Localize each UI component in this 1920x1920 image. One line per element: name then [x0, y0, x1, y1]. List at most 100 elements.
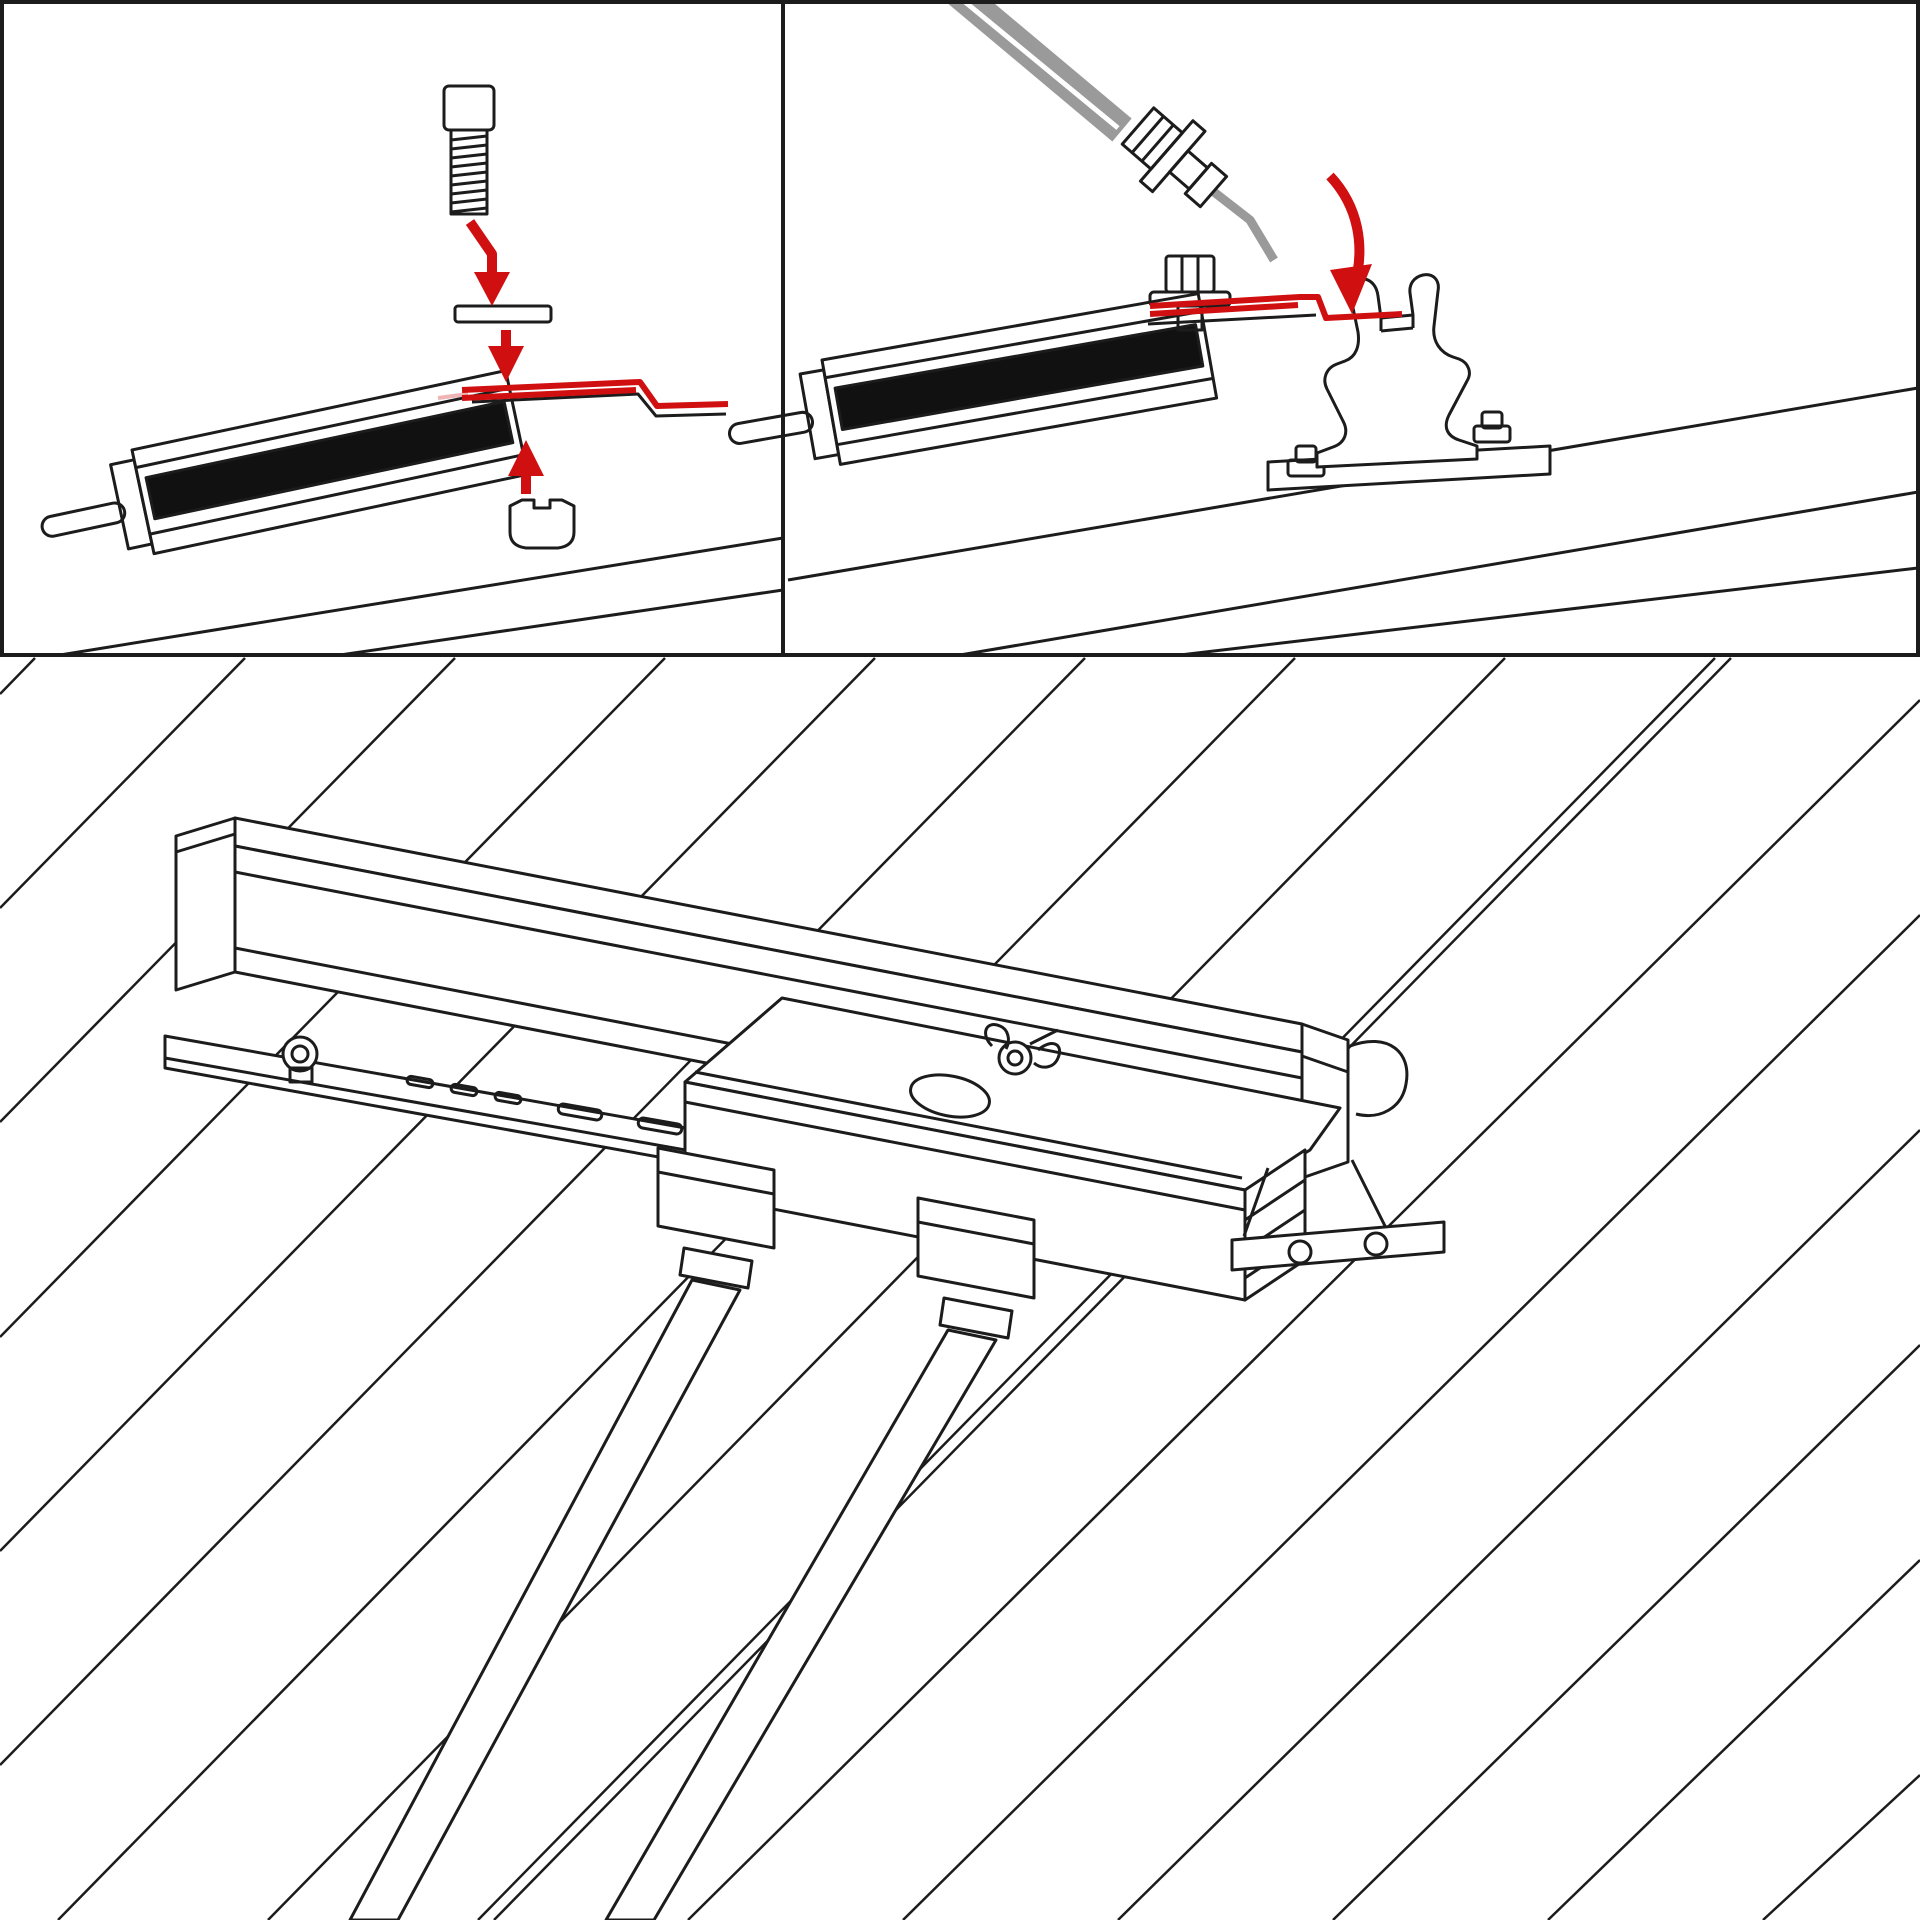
roof-seam-line — [57, 657, 1296, 1920]
roof-edge-line — [339, 588, 784, 657]
assembled-seam-clamp — [1230, 1159, 1446, 1272]
clamp-base-flange — [1230, 1220, 1446, 1272]
thread-line — [450, 179, 488, 187]
standing-seam-clamp — [1315, 273, 1479, 469]
thread-line — [450, 206, 488, 214]
thread-line — [450, 143, 488, 151]
roof-seam-line — [902, 914, 1920, 1920]
connector-body — [656, 1146, 776, 1250]
thread-line — [450, 161, 488, 169]
bracket-bolt-head — [281, 1035, 319, 1073]
unit-lip-line — [684, 1100, 1246, 1212]
up-arrow — [508, 440, 544, 494]
wing-fastener — [984, 1023, 1061, 1076]
bracket-slot — [493, 1090, 523, 1106]
base-bolt-right — [1472, 410, 1512, 444]
clamp-slot-line — [1380, 326, 1414, 333]
bolt-head — [1164, 254, 1216, 294]
connector-plug — [938, 1296, 1014, 1340]
roof-seam-line — [493, 657, 1732, 1920]
bracket-slot — [449, 1082, 479, 1098]
panel-borders — [0, 0, 1920, 657]
panel-step-1 — [28, 84, 784, 657]
fastener-base — [997, 1040, 1033, 1076]
roof-seam-line — [1762, 1774, 1920, 1920]
clamp-waist-line — [1350, 1159, 1388, 1229]
fastener-socket — [1006, 1049, 1024, 1067]
roof-seam-line — [0, 657, 36, 695]
bracket-bolt-collar — [288, 1066, 314, 1084]
arrow-shaft — [465, 219, 497, 276]
panel-step-2 — [718, 0, 1919, 657]
clip-body-edge — [1149, 302, 1299, 317]
bolt-head — [1480, 410, 1504, 430]
flange-hole — [1287, 1239, 1313, 1265]
unit-fin-line — [1244, 1178, 1306, 1222]
clip-highlight — [437, 392, 469, 400]
bolt-washer — [1472, 424, 1512, 444]
clamp-plate — [453, 304, 553, 324]
bracket-plate — [163, 1034, 744, 1174]
bracket-bolt-socket — [290, 1044, 310, 1064]
slot-nut — [508, 498, 576, 550]
connector-plug — [678, 1246, 754, 1290]
bracket-slot-long — [556, 1102, 604, 1122]
thread-line — [450, 170, 488, 178]
mounting-rail — [718, 292, 1219, 484]
fastener-wing-left — [984, 1023, 1010, 1050]
grounding-clip — [437, 379, 729, 418]
fastener-wing-right — [1033, 1042, 1061, 1069]
grounding-clip — [1147, 294, 1403, 326]
roof-seam-line — [687, 699, 1920, 1920]
roof-edge-line — [59, 536, 784, 657]
slotted-bracket — [163, 1034, 744, 1174]
clip-shadow-line — [1147, 313, 1317, 326]
cable-1 — [348, 1278, 742, 1920]
bracket-slot — [405, 1074, 435, 1090]
clip-body — [461, 379, 729, 409]
connector-detail-line — [917, 1220, 1035, 1246]
flange-hole — [1363, 1231, 1389, 1257]
panel-assembled-view — [0, 657, 1920, 1920]
connector-detail-line — [657, 1170, 775, 1196]
clip-shadow-line — [471, 392, 727, 418]
thread-line — [450, 134, 488, 142]
rail-end-line — [175, 832, 236, 854]
clip-body — [1149, 294, 1403, 321]
cable-connector-1 — [656, 1146, 776, 1290]
seam-clamp-hook — [1349, 1040, 1409, 1117]
bolt-head — [442, 84, 496, 132]
bolt-head — [1120, 106, 1184, 171]
arrow-head — [474, 272, 510, 306]
bracket-fold-line — [164, 1056, 743, 1162]
cable-2 — [604, 1328, 998, 1920]
rail-left-end-face — [174, 816, 237, 992]
bolt-head-facet — [1130, 115, 1165, 154]
thread-line — [450, 152, 488, 160]
arrow-head — [1330, 264, 1372, 314]
access-hole — [909, 1073, 991, 1119]
roof-seam-line — [1332, 1344, 1920, 1920]
roof-seam-line — [0, 657, 1086, 1766]
roof-seam-line — [0, 657, 666, 1338]
roof-seam-line — [0, 657, 246, 909]
roof-edge-line — [1179, 566, 1919, 657]
roof-edge-line — [959, 490, 1919, 657]
mounting-rail — [28, 369, 530, 577]
hex-key — [943, 0, 1278, 263]
roof-seam-line — [1547, 1559, 1920, 1920]
hex-key-short-leg — [1211, 188, 1278, 263]
thread-line — [450, 188, 488, 196]
arrow-head — [488, 346, 524, 382]
insert-arrow — [1326, 172, 1372, 314]
bracket-crease-line — [694, 1070, 1243, 1180]
rail-end-line — [1301, 1054, 1349, 1074]
down-arrows — [465, 219, 524, 382]
arrow-head — [508, 440, 544, 476]
rail-groove-line — [234, 870, 1303, 1080]
connector-body — [916, 1196, 1036, 1300]
cable-connector-2 — [916, 1196, 1036, 1340]
